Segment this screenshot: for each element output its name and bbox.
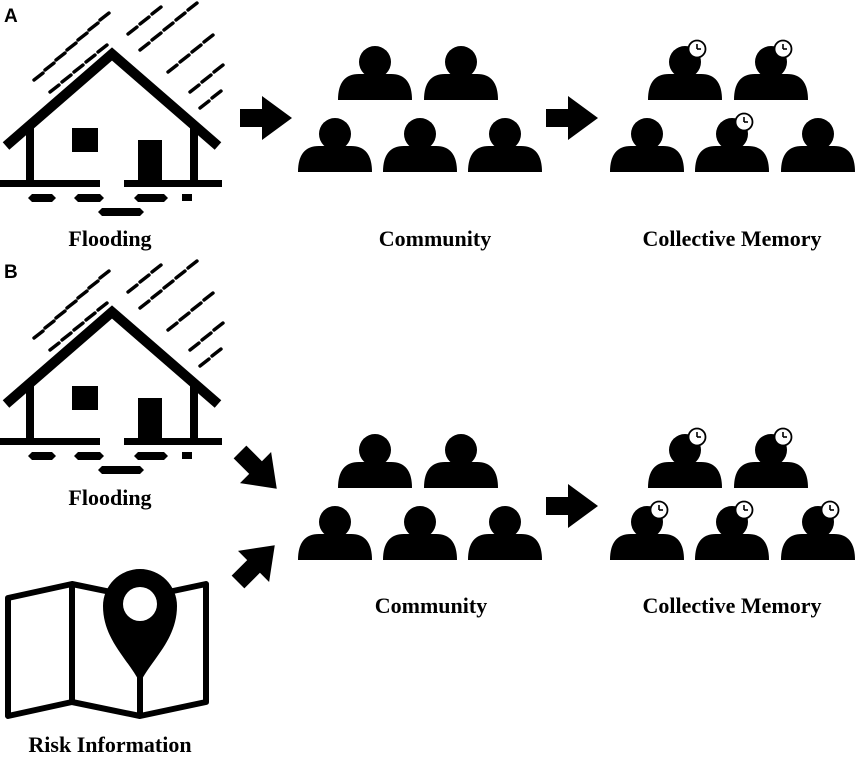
risk-information-caption: Risk Information <box>28 732 191 757</box>
collective-memory-caption: Collective Memory <box>643 226 822 251</box>
panel-label-a: A <box>4 6 18 27</box>
community-caption: Community <box>375 593 487 618</box>
arrow-icon <box>240 96 292 140</box>
arrow-icon <box>546 96 598 140</box>
people-group-icon <box>298 46 542 172</box>
flooding-caption: Flooding <box>68 485 151 510</box>
clock-icon <box>820 500 840 520</box>
panel-b: B Flooding Risk Information Community <box>0 261 855 757</box>
arrow-icon <box>224 436 293 505</box>
map-pin-icon <box>5 569 209 719</box>
community-caption: Community <box>379 226 491 251</box>
people-group-with-clocks-icon <box>610 427 855 560</box>
flooded-house-icon <box>0 3 223 216</box>
clock-icon <box>773 427 793 447</box>
clock-icon <box>734 500 754 520</box>
arrow-icon <box>222 529 291 598</box>
people-group-with-clocks-icon <box>610 39 855 172</box>
panel-a: A Flooding Community Collective Memory <box>0 3 855 251</box>
clock-icon <box>687 427 707 447</box>
people-group-icon <box>298 434 542 560</box>
flooded-house-icon <box>0 261 223 474</box>
collective-memory-caption: Collective Memory <box>643 593 822 618</box>
arrow-icon <box>546 484 598 528</box>
clock-icon <box>649 500 669 520</box>
clock-icon <box>734 112 754 132</box>
panel-label-b: B <box>4 262 18 283</box>
clock-icon <box>687 39 707 59</box>
flooding-caption: Flooding <box>68 226 151 251</box>
clock-icon <box>773 39 793 59</box>
